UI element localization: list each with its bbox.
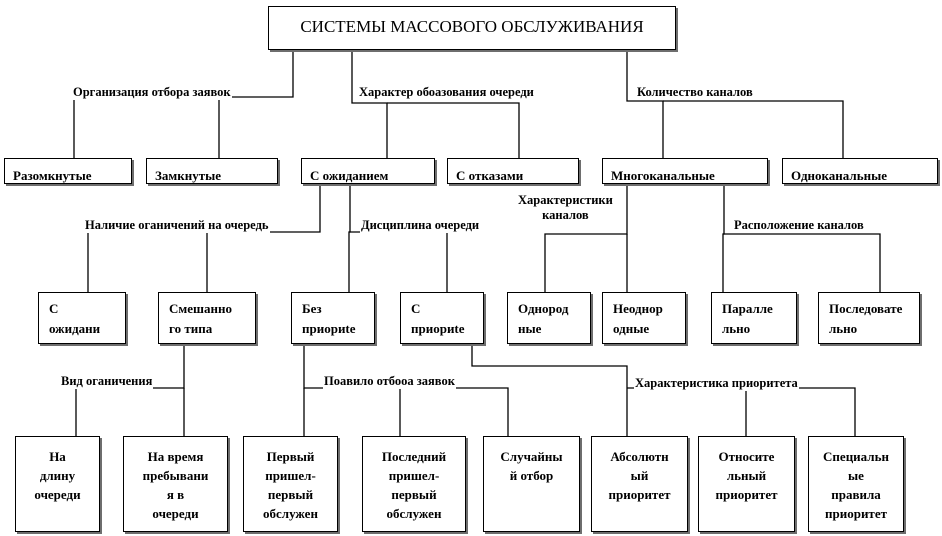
node-line: одные: [613, 321, 650, 336]
node-random: Случайны й отбор: [483, 436, 580, 532]
label-chan-char: Характеристики каналов: [517, 193, 614, 223]
label-discipline: Дисциплина очереди: [360, 218, 481, 233]
node-line: пришел-: [265, 468, 316, 483]
label-queue-char: Характер обоазования очереди: [358, 85, 535, 100]
node-line: пришел-: [388, 468, 440, 483]
node-line: Последовате: [829, 301, 903, 316]
node-line: Последний: [381, 449, 447, 464]
node-line: Смешанно: [169, 301, 232, 316]
label-chan-place: Расположение каналов: [733, 218, 865, 233]
connector: [75, 343, 185, 436]
node-line: первый: [391, 487, 437, 502]
connector: [351, 50, 388, 158]
node-parallel: Паралле льно: [711, 292, 797, 344]
node-relative: Относите льный приоритет: [698, 436, 795, 532]
node-line: я в: [166, 487, 185, 502]
connector: [349, 231, 448, 292]
node-single: Одноканальные: [782, 158, 938, 184]
node-line: очереди: [152, 506, 199, 521]
node-line: приориte: [302, 321, 356, 336]
node-line: Без: [302, 301, 322, 316]
root-box: СИСТЕМЫ МАССОВОГО ОБСЛУЖИВАНИЯ: [268, 6, 676, 50]
node-line: первый: [267, 487, 314, 502]
label-chan-char-line: каналов: [542, 208, 589, 222]
node-line: ные: [518, 321, 542, 336]
node-c-wait: С ожидани: [38, 292, 126, 344]
label-limits: Наличие оганичений на очередь: [84, 218, 270, 233]
node-time: На время пребывани я в очереди: [123, 436, 228, 532]
node-absolute: Абсолютн ый приоритет: [591, 436, 688, 532]
connector: [544, 183, 628, 292]
connector: [723, 233, 881, 292]
label-limit-type: Вид оганичения: [60, 374, 154, 389]
node-inhomog: Неоднор одные: [602, 292, 686, 344]
connector: [387, 102, 520, 158]
node-lifo: Последний пришел- первый обслужен: [362, 436, 466, 532]
node-line: Абсолютн: [610, 449, 669, 464]
node-line: длину: [39, 468, 76, 483]
connector: [303, 343, 509, 436]
label-prio-char: Характеристика приоритета: [634, 376, 799, 391]
label-chan-char-line: Характеристики: [518, 193, 613, 207]
node-line: обслужен: [386, 506, 442, 521]
node-multi: Многоканальные: [602, 158, 768, 184]
node-line: С: [411, 301, 421, 316]
node-line: ожидани: [49, 321, 101, 336]
connector: [471, 343, 628, 436]
node-refuse: С отказами: [447, 158, 579, 184]
node-line: правила: [831, 487, 881, 502]
node-closed: Замкнутые: [146, 158, 278, 184]
node-prio: С приориte: [400, 292, 484, 344]
node-mixed: Смешанно го типа: [158, 292, 256, 344]
node-line: очереди: [34, 487, 81, 502]
label-org: Организация отбора заявок: [72, 85, 232, 100]
node-noprio: Без приориte: [291, 292, 375, 344]
node-line: ый: [630, 468, 649, 483]
node-line: ые: [848, 468, 864, 483]
node-line: приоритет: [825, 506, 887, 521]
node-line: Паралле: [722, 301, 773, 316]
node-line: На: [49, 449, 66, 464]
node-line: льно: [829, 321, 858, 336]
node-line: льно: [722, 321, 751, 336]
node-len: На длину очереди: [15, 436, 100, 532]
connector: [722, 183, 725, 292]
node-wait: С ожиданием: [301, 158, 435, 184]
label-channels-count: Количество каналов: [636, 85, 754, 100]
node-line: обслужен: [263, 506, 318, 521]
node-line: приоритет: [715, 487, 778, 502]
node-line: го типа: [169, 321, 213, 336]
node-line: Случайны: [500, 449, 563, 464]
node-line: пребывани: [142, 468, 209, 483]
node-line: й отбор: [509, 468, 554, 483]
node-serial: Последовате льно: [818, 292, 920, 344]
connector: [663, 100, 844, 158]
node-line: Специальн: [823, 449, 889, 464]
node-line: приориte: [411, 321, 465, 336]
node-line: Неоднор: [613, 301, 663, 316]
node-line: Однород: [518, 301, 569, 316]
node-line: а: [809, 523, 903, 531]
node-line: Первый: [266, 449, 315, 464]
connector: [626, 50, 664, 158]
connector: [73, 50, 294, 158]
node-fifo: Первый пришел- первый обслужен: [243, 436, 338, 532]
connector: [87, 183, 321, 292]
node-homog: Однород ные: [507, 292, 591, 344]
node-special: Специальн ые правила приоритет а: [808, 436, 904, 532]
node-line: На время: [147, 449, 204, 464]
label-select-rule: Поавило отбоoа заявок: [323, 374, 456, 389]
node-open: Разомкнутые: [4, 158, 132, 184]
connector: [627, 387, 856, 436]
connector: [348, 183, 351, 292]
node-line: льный: [726, 468, 767, 483]
node-line: Относите: [718, 449, 775, 464]
node-line: С: [49, 301, 59, 316]
node-line: приоритет: [608, 487, 671, 502]
